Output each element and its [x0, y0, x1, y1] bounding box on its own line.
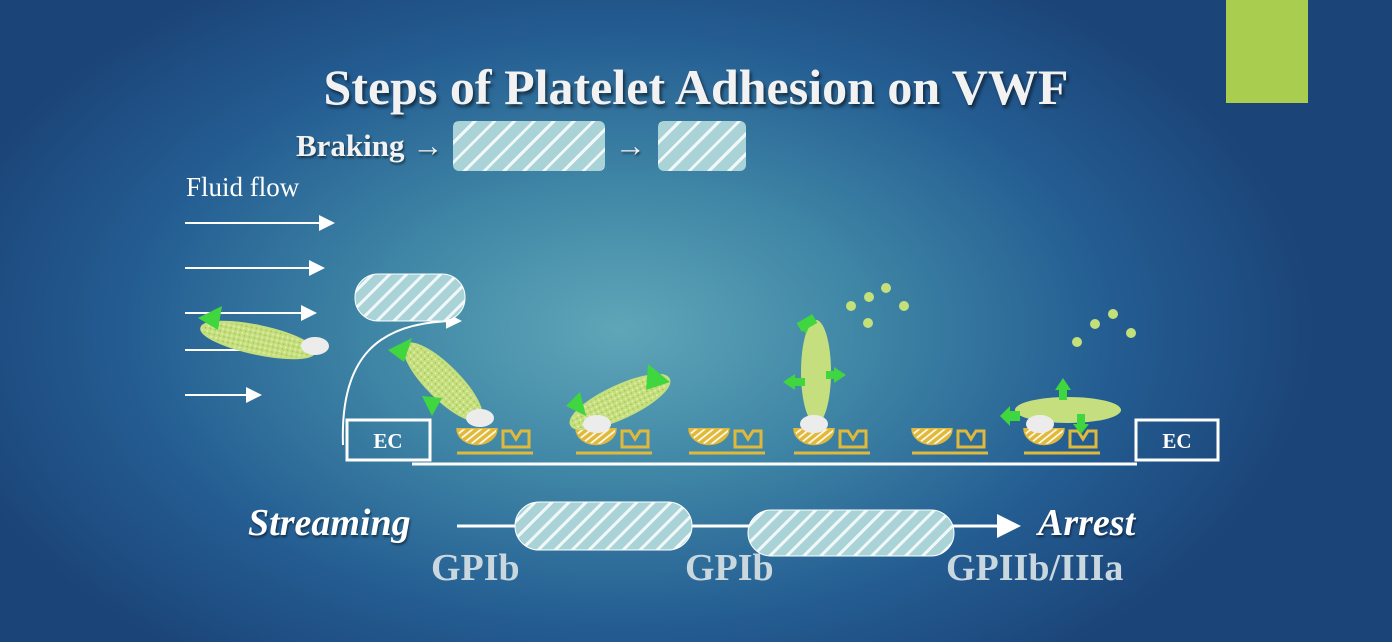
receptor-gpiib-iiia: GPIIb/IIIa	[946, 547, 1124, 589]
ec-label-right: EC	[1162, 429, 1191, 453]
ec-label-left: EC	[373, 429, 402, 453]
green-arrow	[1073, 424, 1089, 434]
redacted-block	[657, 121, 746, 171]
gpib-receptor	[301, 337, 329, 355]
green-arrow	[422, 396, 442, 416]
endothelial-cell-right	[1134, 418, 1220, 462]
subtitle-arrow-2: →	[614, 128, 646, 163]
subtitle-arrow-1: →	[412, 128, 444, 163]
vwf-pair	[456, 428, 533, 455]
green-arrow	[646, 364, 670, 390]
slide-subtitle: Braking → →	[296, 121, 746, 171]
vwf-pair	[575, 428, 652, 455]
redacted-block	[453, 121, 606, 171]
redacted-block	[354, 273, 466, 322]
vwf-pair	[1023, 428, 1100, 455]
green-arrow	[388, 338, 412, 362]
gpib-receptor	[583, 415, 611, 433]
receptor-gpib-2: GPIb	[685, 547, 774, 589]
granule-release-2	[1072, 309, 1136, 347]
gpib-receptor	[466, 409, 494, 427]
stage-arrest: Arrest	[1038, 502, 1136, 544]
green-arrow	[1000, 406, 1010, 426]
green-arrow	[796, 314, 818, 332]
green-arrow	[198, 306, 222, 330]
stage-streaming: Streaming	[248, 502, 411, 544]
vwf-pair	[688, 428, 765, 455]
green-arrow	[1055, 378, 1071, 390]
accent-block	[1226, 0, 1308, 103]
redacted-block	[747, 509, 955, 557]
slide-title: Steps of Platelet Adhesion on VWF	[323, 59, 1069, 115]
capture-arrow	[341, 312, 462, 446]
redacted-block	[514, 501, 693, 551]
platelet-streaming	[198, 306, 329, 360]
granule-release-1	[846, 283, 909, 328]
green-arrow	[783, 374, 795, 390]
receptor-gpib-1: GPIb	[431, 547, 520, 589]
vwf-receptors	[456, 428, 1100, 455]
platelet-activating	[783, 314, 846, 433]
platelet-rolling	[566, 364, 671, 433]
flow-arrows	[185, 215, 335, 403]
endothelial-cell-left	[345, 418, 432, 462]
vwf-pair	[793, 428, 870, 455]
platelet-tethering	[388, 338, 494, 427]
fluid-flow-label: Fluid flow	[186, 172, 300, 202]
green-arrow	[834, 367, 846, 383]
platelet-arrested	[1000, 378, 1121, 434]
green-arrow	[566, 392, 586, 416]
vwf-pair	[911, 428, 988, 455]
subtitle-braking: Braking	[296, 128, 405, 163]
gpiib-iiia-receptor	[1026, 415, 1054, 433]
gpib-receptor	[800, 415, 828, 433]
